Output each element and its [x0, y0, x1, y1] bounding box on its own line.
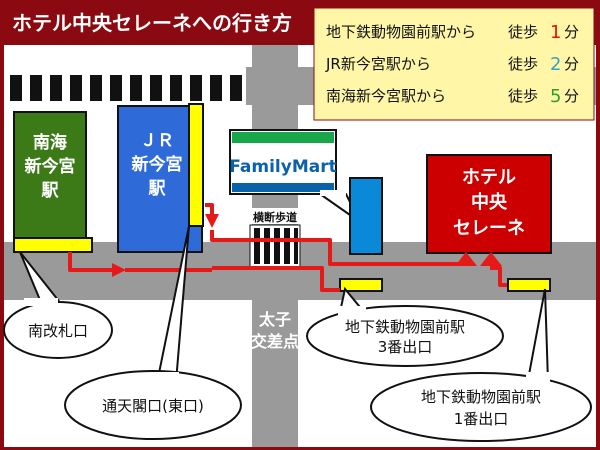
callout-nankai-gate: 南改札口	[3, 251, 113, 359]
callout-exit3: 地下鉄動物園前駅 3番出口	[306, 286, 504, 367]
info-row-1-unit: 分	[564, 23, 579, 41]
hotel-building: ホテル 中央 セレーネ	[426, 154, 552, 254]
map-title: ホテル中央セレーネへの行き方	[12, 11, 292, 35]
nankai-station-label-3: 駅	[41, 181, 60, 201]
jr-station-label-1: ＪＲ	[140, 131, 174, 151]
callout-exit1: 地下鉄動物園前駅 1番出口	[370, 288, 592, 442]
route-exit1-to-hotel	[490, 266, 507, 287]
callout-jr-gate-text: 通天閣口(東口)	[102, 397, 204, 415]
info-row-3-from: 南海新今宮駅から	[326, 87, 446, 105]
info-row-1-from: 地下鉄動物園前駅から	[326, 23, 476, 41]
route-arrows	[112, 214, 502, 277]
route-jr-to-hotel	[210, 230, 466, 266]
jr-station-label-2: 新今宮	[132, 154, 183, 175]
info-row-2-minutes: 2	[550, 54, 561, 75]
info-row-2-walk: 徒歩	[508, 55, 538, 73]
travel-time-box: 地下鉄動物園前駅から 徒歩 1 分 JR新今宮駅から 徒歩 2 分 南海新今宮駅…	[313, 7, 595, 121]
callout-jr-gate: 通天閣口(東口)	[64, 225, 242, 440]
jr-station: ＪＲ 新今宮 駅	[117, 103, 204, 253]
nankai-station: 南海 新今宮 駅	[13, 111, 93, 253]
info-row-2-unit: 分	[564, 55, 579, 73]
nankai-gate-marker	[13, 237, 93, 253]
crosswalk-label: 横断歩道	[253, 210, 297, 224]
callout-exit1-line2: 1番出口	[454, 410, 509, 428]
route-from-jr	[205, 203, 214, 218]
walking-routes	[68, 203, 507, 292]
jr-gate-marker	[188, 103, 204, 227]
callout-exit1-line1: 地下鉄動物園前駅	[421, 388, 541, 406]
hotel-label-2: 中央	[471, 191, 508, 213]
hotel-label-1: ホテル	[462, 167, 516, 188]
info-row-3-walk: 徒歩	[508, 87, 538, 105]
callout-exit3-line2: 3番出口	[378, 338, 433, 356]
crosswalk	[249, 224, 301, 268]
callout-nankai-gate-text: 南改札口	[28, 322, 88, 340]
info-row-1-walk: 徒歩	[508, 23, 538, 41]
nankai-station-label-2: 新今宮	[25, 156, 76, 177]
familymart-building	[349, 177, 383, 255]
railway-tracks	[4, 67, 246, 105]
arrow-up-icon	[455, 252, 477, 266]
arrow-right-icon	[112, 263, 126, 277]
callout-exit3-line1: 地下鉄動物園前駅	[345, 318, 465, 336]
info-row-3-minutes: 5	[550, 86, 561, 107]
arrow-up-icon	[480, 252, 502, 266]
intersection-label-1: 太子	[258, 310, 291, 329]
exit1-marker	[507, 278, 551, 292]
familymart-sign: FamilyMart	[229, 129, 361, 223]
arrow-down-icon	[205, 214, 219, 228]
route-crossing	[212, 266, 340, 292]
nankai-station-label-1: 南海	[33, 132, 67, 153]
info-row-3-unit: 分	[564, 87, 579, 105]
familymart-logo-text: FamilyMart	[229, 157, 336, 177]
jr-station-label-3: 駅	[148, 179, 167, 199]
info-row-1-minutes: 1	[550, 22, 561, 43]
hotel-label-3: セレーネ	[453, 218, 525, 239]
intersection-label-2: 交差点	[251, 332, 299, 351]
info-row-2-from: JR新今宮駅から	[325, 55, 431, 73]
route-from-nankai	[68, 252, 115, 272]
exit3-marker	[339, 278, 383, 292]
